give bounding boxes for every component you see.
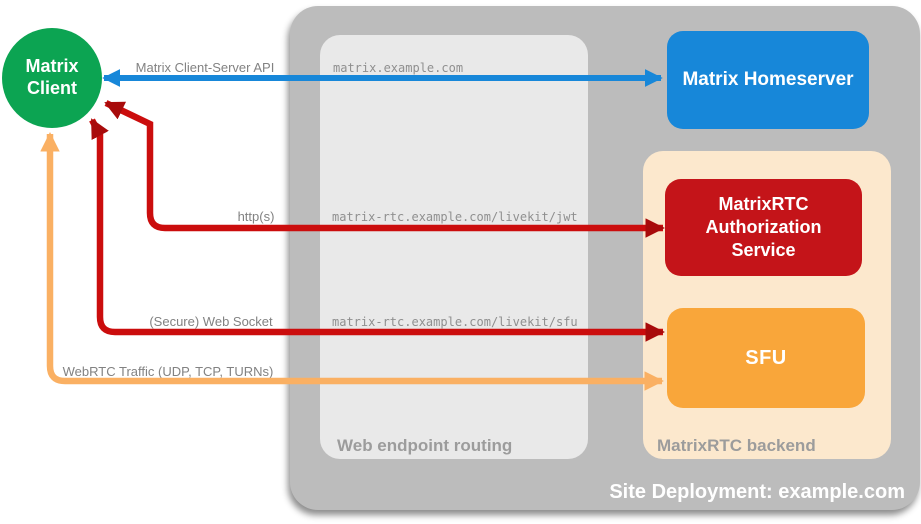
client-server-api-label: Matrix Client-Server API	[135, 60, 275, 75]
web-endpoint-routing-container	[320, 35, 588, 459]
matrix-client-node: Matrix Client	[2, 28, 102, 128]
sfu-label: SFU	[745, 346, 787, 369]
endpoint-livekit-sfu: matrix-rtc.example.com/livekit/sfu	[332, 315, 578, 329]
matrix-client-label: Matrix Client	[25, 56, 79, 98]
matrixrtc-backend-caption: MatrixRTC backend	[657, 436, 816, 455]
matrixrtc-authorization-service-label: MatrixRTC Authorization Service	[705, 193, 822, 261]
https-label: http(s)	[237, 209, 275, 224]
matrix-homeserver-node: Matrix Homeserver	[667, 31, 869, 129]
sfu-node: SFU	[667, 308, 865, 408]
site-deployment-caption: Site Deployment: example.com	[609, 481, 905, 503]
endpoint-matrix-example-com: matrix.example.com	[333, 61, 464, 75]
endpoint-livekit-jwt: matrix-rtc.example.com/livekit/jwt	[332, 210, 578, 224]
matrixrtc-authorization-service-node: MatrixRTC Authorization Service	[665, 179, 862, 276]
webrtc-traffic-label: WebRTC Traffic (UDP, TCP, TURNs)	[62, 364, 274, 379]
web-socket-label: (Secure) Web Socket	[149, 314, 273, 329]
matrix-homeserver-label: Matrix Homeserver	[682, 69, 854, 90]
web-endpoint-routing-caption: Web endpoint routing	[337, 436, 513, 455]
